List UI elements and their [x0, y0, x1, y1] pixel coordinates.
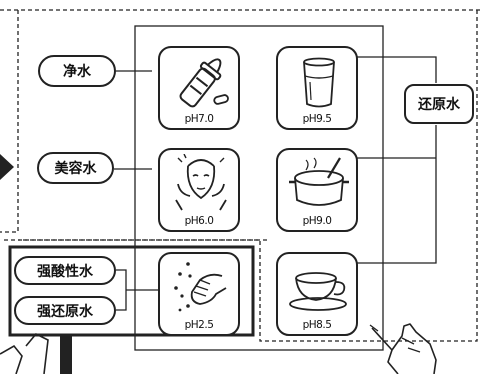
- hand-washing-icon: [174, 262, 227, 312]
- ph-value: pH9.0: [302, 215, 332, 227]
- label-beauty-water: 美容水: [37, 152, 114, 184]
- ph-value: pH8.5: [302, 319, 332, 331]
- ph-value: pH2.5: [184, 319, 214, 331]
- label-strong-reduced-water: 强还原水: [14, 296, 116, 325]
- label-pure-water: 净水: [38, 55, 116, 87]
- water-glass-icon: [303, 57, 335, 108]
- ph-value: pH7.0: [184, 113, 214, 125]
- label-strong-acid-water: 强酸性水: [14, 256, 116, 285]
- face-washing-icon: [175, 154, 227, 211]
- tile-ph25-hands: pH2.5: [158, 252, 240, 336]
- tile-ph7-bottle: pH7.0: [158, 46, 240, 130]
- ph-value: pH6.0: [184, 215, 214, 227]
- tile-ph95-glass: pH9.5: [276, 46, 358, 130]
- tile-ph6-face: pH6.0: [158, 148, 240, 232]
- tile-ph85-teacup: pH8.5: [276, 252, 358, 336]
- baby-bottle-icon: [179, 58, 229, 108]
- cooking-pot-icon: [289, 157, 349, 206]
- label-reduced-water: 还原水: [404, 84, 474, 124]
- ph-value: pH9.5: [302, 113, 332, 125]
- tea-cup-icon: [289, 272, 347, 311]
- tile-ph9-pot: pH9.0: [276, 148, 358, 232]
